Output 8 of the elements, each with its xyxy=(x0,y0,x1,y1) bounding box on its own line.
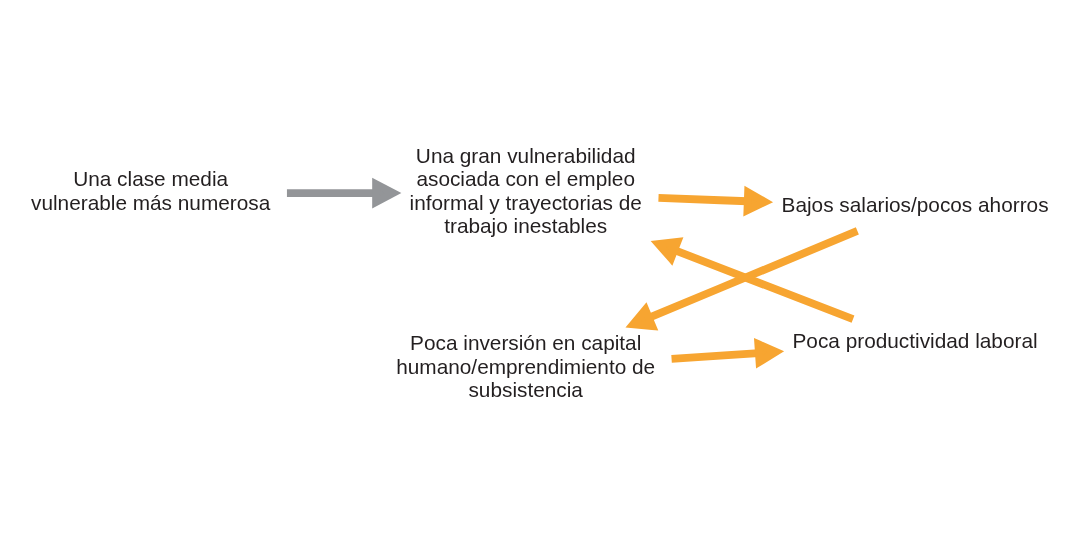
node-text: Una gran vulnerabilidad asociada con el empleo informal y trayectorias de trabajo inestables xyxy=(409,143,642,237)
node-text: Poca productividad laboral xyxy=(792,328,1038,352)
node-text: Bajos salarios/pocos ahorros xyxy=(781,192,1049,216)
node-text: Poca inversión en capital humano/emprendimiento de subsistencia xyxy=(396,330,656,401)
arrow xyxy=(650,236,855,323)
node-text: Una clase media vulnerable más numerosa xyxy=(31,166,271,214)
arrow xyxy=(286,177,402,208)
arrow xyxy=(625,226,859,330)
